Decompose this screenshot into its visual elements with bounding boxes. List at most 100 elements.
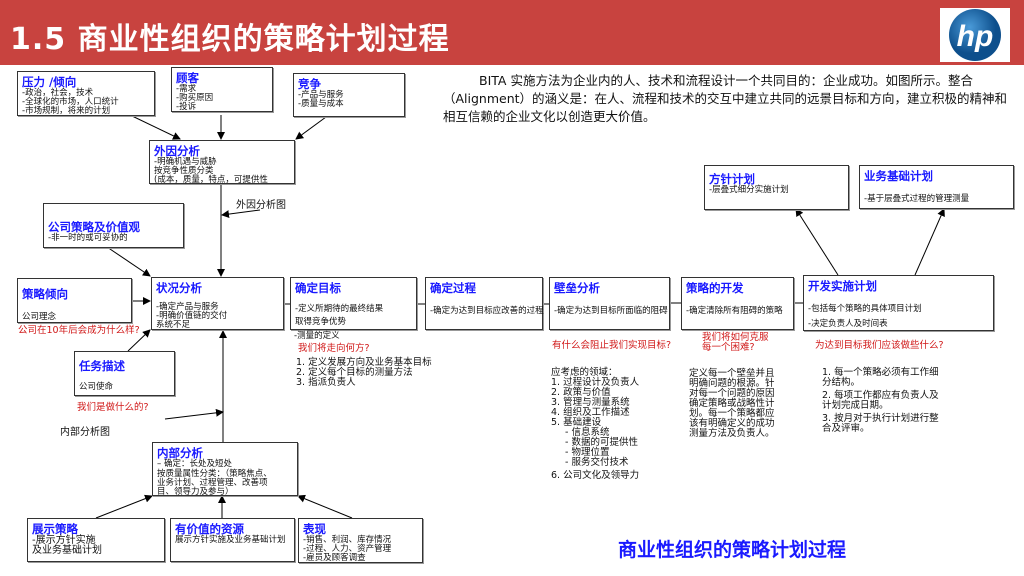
box-line: 取得竞争优势 xyxy=(295,317,347,327)
box-situation-analysis: 状况分析 -确定产品与服务-明确价值链的交付系统不足 xyxy=(151,277,284,330)
box-line: 展示方针实施及业务基础计划 xyxy=(175,535,286,545)
box-line: (成本，质量，特点，可提供性 xyxy=(154,175,268,185)
bottom-title: 商业性组织的策略计划过程 xyxy=(618,539,847,561)
box-line: -政治，社会，技术 xyxy=(22,88,94,98)
box-title: 表现 xyxy=(303,522,326,536)
box-pressure: 压力 /倾向-政治，社会，技术-全球化的市场，人口统计-市场规制，将来的计划 xyxy=(17,71,155,116)
list-item: 该有明确定义的成功 xyxy=(689,418,775,429)
box-title: 业务基础计划 xyxy=(864,169,933,183)
box-line: -市场规制，将来的计划 xyxy=(22,106,111,116)
box-line: -决定负责人及时间表 xyxy=(808,319,888,329)
box-business-plan: 业务基础计划 -基于层叠式过程的管理测量 xyxy=(859,165,1014,209)
list-item: - 数据的可提供性 xyxy=(565,437,638,448)
list-item: 2. 政策与价值 xyxy=(551,387,611,398)
list-barrier-definition: 定义每一个壁垒并且明确问题的根源。针对每一个问题的原因确定策略或战略性计划。每一… xyxy=(689,369,775,439)
list-item: 5. 基础建设 xyxy=(551,417,602,428)
box-title: 确定过程 xyxy=(430,281,476,295)
box-company-values: 公司策略及价值观-非一时的或可妥协的 xyxy=(43,203,184,248)
list-item: 定义每一个壁垒并且 xyxy=(689,368,775,379)
box-valuable-resources: 有价值的资源展示方针实施及业务基础计划 xyxy=(170,518,295,562)
box-line: -基于层叠式过程的管理测量 xyxy=(864,194,970,204)
box-line: -雇员及顾客调查 xyxy=(303,553,366,563)
list-item: 3. 按月对于执行计划进行整 xyxy=(822,413,939,424)
box-line: -层叠式细分实施计划 xyxy=(709,185,789,195)
list-item: - 物理位置 xyxy=(565,447,610,458)
box-line: -展示方针实施 xyxy=(32,535,96,546)
measure-definition: -测量的定义 xyxy=(294,331,340,341)
box-mission: 任务描述公司使命 xyxy=(74,351,175,396)
list-item: 3. 管理与测量系统 xyxy=(551,397,630,408)
box-line: -确定清除所有阻碍的策略 xyxy=(686,306,783,316)
box-line: -需求 xyxy=(176,84,197,94)
hp-logo: hp xyxy=(940,8,1010,62)
box-title: 有价值的资源 xyxy=(175,522,244,536)
box-title: 确定目标 xyxy=(295,281,341,295)
box-title: 竞争 xyxy=(298,77,321,91)
box-line: -包括每个策略的具体项目计划 xyxy=(808,304,922,314)
list-plan-steps: 1. 每一个策略必须有工作细分结构。 2. 每项工作都应有负责人及计划完成日期。 3… xyxy=(822,368,939,434)
box-line: -销售、利润、库存情况 xyxy=(303,535,392,545)
box-strategy-orientation: 策略倾向公司理念 xyxy=(17,278,132,323)
box-line: -投诉 xyxy=(176,102,197,112)
box-implementation-plan: 开发实施计划 -包括每个策略的具体项目计划 -决定负责人及时间表 xyxy=(803,275,994,331)
box-line: -购买原因 xyxy=(176,93,214,103)
box-barrier-analysis: 壁垒分析 -确定为达到目标所面临的阻碍 xyxy=(549,277,670,330)
box-customer: 顾客-需求-购买原因-投诉 xyxy=(171,67,273,112)
list-item: 6. 公司文化及领导力 xyxy=(551,470,640,481)
box-line: 及业务基础计划 xyxy=(32,545,102,556)
box-line: -全球化的市场，人口统计 xyxy=(22,97,119,107)
box-title: 顾客 xyxy=(176,71,199,85)
box-define-process: 确定过程 -确定为达到目标应改善的过程 xyxy=(425,277,544,330)
box-title: 内部分析 xyxy=(157,446,203,460)
intro-paragraph: BITA 实施方法为企业内的人、技术和流程设计一个共同目的：企业成功。如图所示。… xyxy=(443,73,1008,124)
list-item: 2. 每项工作都应有负责人及 xyxy=(822,390,939,401)
box-line: -明确价值链的交付 xyxy=(156,311,228,321)
box-policy-plan: 方针计划-层叠式细分实施计划 xyxy=(704,165,849,210)
box-line: – 确定：长处及短处 xyxy=(157,459,232,469)
box-title: 策略的开发 xyxy=(686,281,744,295)
question-stop: 有什么会阻止我们实现目标? xyxy=(552,340,672,351)
box-line: -确定为达到目标所面临的阻碍 xyxy=(554,306,668,316)
svg-text:hp: hp xyxy=(957,20,994,53)
box-line: 按竞争性质分类 xyxy=(154,166,214,176)
list-item: 1. 每一个策略必须有工作细 xyxy=(822,367,939,378)
box-internal-analysis: 内部分析– 确定：长处及短处按质量属性分类：（策略焦点、业务计划、过程管理、改善… xyxy=(152,442,298,497)
box-line: -确定为达到目标应改善的过程 xyxy=(430,306,544,316)
box-show-strategy: 展示策略-展示方针实施及业务基础计划 xyxy=(27,518,165,562)
box-strategy-development: 策略的开发 -确定清除所有阻碍的策略 xyxy=(681,277,794,330)
box-title: 外因分析 xyxy=(154,144,200,158)
box-line: -非一时的或可妥协的 xyxy=(48,233,128,243)
question-what-do: 我们是做什么的? xyxy=(77,402,149,413)
box-line: 业务计划、过程管理、改善项 xyxy=(157,478,268,488)
box-line: -产品与服务 xyxy=(298,90,344,100)
box-title: 开发实施计划 xyxy=(808,279,877,293)
list-item: 合及评审。 xyxy=(822,423,870,434)
question-where: 我们将走向何方? xyxy=(298,343,370,354)
header-bar xyxy=(0,0,1024,65)
box-line: -确定产品与服务 xyxy=(156,302,219,312)
list-item: 1. 过程设计及负责人 xyxy=(551,377,640,388)
list-item: 4. 组织及工作描述 xyxy=(551,407,630,418)
internal-chart-label: 内部分析图 xyxy=(60,427,110,438)
box-performance: 表现-销售、利润、库存情况-过程、人力、资产管理-雇员及顾客调查 xyxy=(298,518,423,563)
external-chart-label: 外因分析图 xyxy=(236,200,286,211)
box-title: 任务描述 xyxy=(79,359,125,373)
list-item: 2. 定义每个目标的测量方法 xyxy=(296,367,413,378)
box-line: 系统不足 xyxy=(156,320,191,330)
box-title: 公司策略及价值观 xyxy=(48,220,140,234)
list-item: 分结构。 xyxy=(822,377,861,388)
list-item: 计划完成日期。 xyxy=(822,400,889,411)
question-overcome: 我们将如何克服每一个困难? xyxy=(702,332,769,353)
box-line: -定义所期待的最终结果 xyxy=(295,304,384,314)
list-item: 1. 定义发展方向及业务基本目标 xyxy=(296,357,432,368)
box-external-analysis: 外因分析-明确机遇与威胁按竞争性质分类(成本，质量，特点，可提供性 xyxy=(149,140,295,185)
box-line: 公司理念 xyxy=(22,312,57,322)
box-title: 状况分析 xyxy=(156,281,202,295)
question-todo: 为达到目标我们应该做些什么? xyxy=(815,340,944,351)
box-line: 按质量属性分类：（策略焦点、 xyxy=(157,469,272,479)
box-title: 壁垒分析 xyxy=(554,281,600,295)
box-line: 目、领导力及参与） xyxy=(157,487,234,497)
